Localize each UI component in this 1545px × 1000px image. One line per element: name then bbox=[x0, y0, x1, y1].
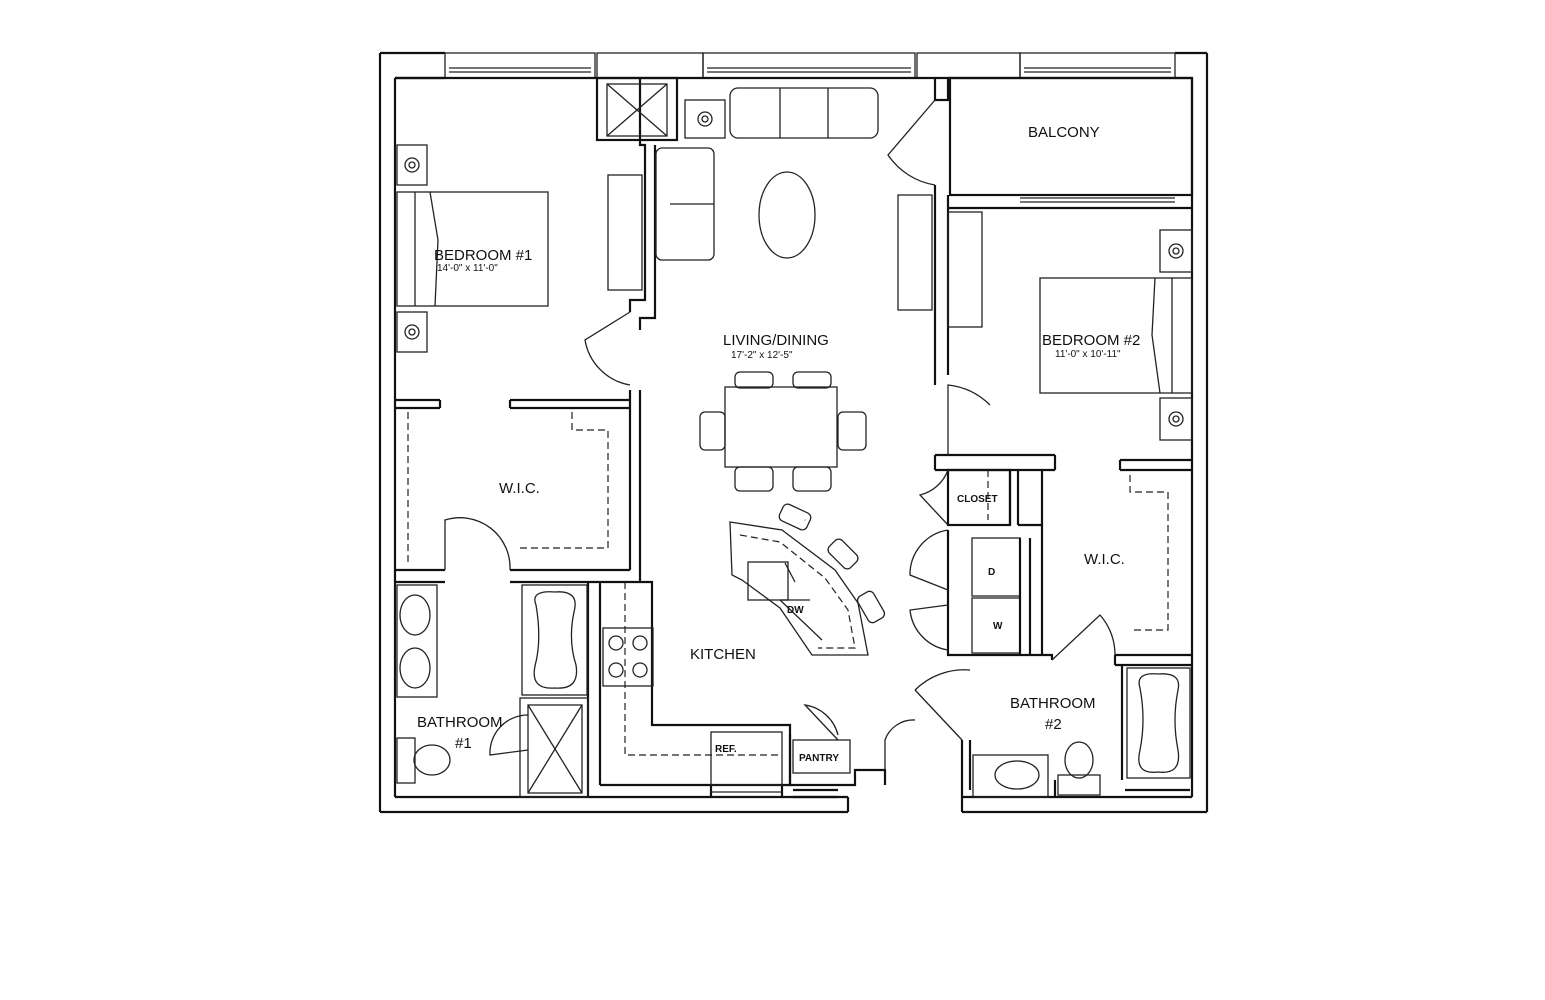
furniture bbox=[396, 87, 1193, 798]
room-labels: BEDROOM #1 14'-0" x 11'-0" LIVING/DINING… bbox=[417, 124, 1140, 764]
bathroom1-line2: #1 bbox=[455, 735, 472, 752]
bedroom2-dims: 11'-0" x 10'-11" bbox=[1055, 349, 1121, 360]
shower-1 bbox=[519, 697, 589, 798]
bathroom1-line1: BATHROOM bbox=[417, 714, 503, 731]
living-dims: 17'-2" x 12'-5" bbox=[731, 350, 793, 361]
bedroom1-name: BEDROOM #1 bbox=[434, 247, 532, 264]
bed-1 bbox=[396, 191, 549, 307]
washer-label: W bbox=[993, 621, 1003, 632]
stove bbox=[602, 627, 654, 687]
pantry-name: PANTRY bbox=[799, 753, 839, 764]
bathroom2-line1: BATHROOM bbox=[1010, 695, 1096, 712]
toilet-1 bbox=[396, 737, 416, 784]
dresser-2 bbox=[947, 211, 983, 328]
kitchen-name: KITCHEN bbox=[690, 646, 756, 663]
closet-name: CLOSET bbox=[957, 494, 998, 505]
refrigerator-label: REF. bbox=[715, 744, 737, 755]
dresser-1 bbox=[607, 174, 643, 291]
dining-table bbox=[724, 386, 838, 468]
media-console bbox=[897, 194, 933, 311]
top-windows bbox=[395, 52, 1192, 80]
sofa bbox=[729, 87, 879, 139]
coffee-table bbox=[758, 171, 816, 259]
bed-2 bbox=[1039, 277, 1193, 394]
bedroom1-dims: 14'-0" x 11'-0" bbox=[437, 263, 498, 274]
dryer-label: D bbox=[988, 567, 995, 578]
doors bbox=[444, 99, 1116, 770]
bathroom2-line2: #2 bbox=[1045, 716, 1062, 733]
balcony-name: BALCONY bbox=[1028, 124, 1100, 141]
tub-2 bbox=[1126, 667, 1191, 779]
interior-walls bbox=[395, 76, 1194, 799]
vanity-1 bbox=[396, 584, 438, 698]
refrigerator bbox=[710, 731, 783, 786]
kitchen-island bbox=[729, 521, 869, 656]
bedroom2-name: BEDROOM #2 bbox=[1042, 332, 1140, 349]
wic2-name: W.I.C. bbox=[1084, 551, 1125, 568]
tub-1 bbox=[521, 584, 588, 696]
wic1-name: W.I.C. bbox=[499, 480, 540, 497]
toilet-2 bbox=[1057, 774, 1101, 796]
sink-2 bbox=[972, 754, 1049, 798]
dishwasher-label: DW bbox=[787, 605, 804, 616]
living-name: LIVING/DINING bbox=[723, 332, 829, 349]
